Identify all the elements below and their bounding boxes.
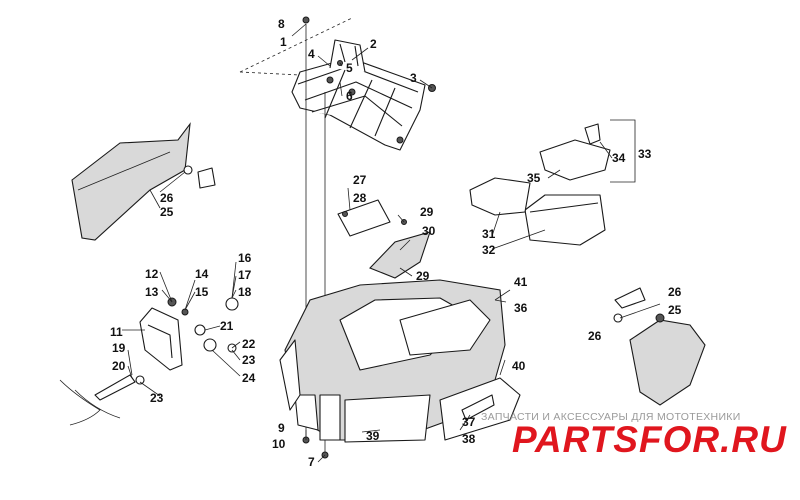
callout-19: 19 bbox=[112, 341, 126, 355]
callout-18: 18 bbox=[238, 285, 252, 299]
hood-panels bbox=[337, 199, 431, 279]
callout-41: 41 bbox=[514, 275, 528, 289]
callout-30: 30 bbox=[422, 224, 436, 238]
callout-1: 1 bbox=[280, 35, 287, 49]
callout-11: 11 bbox=[110, 325, 123, 339]
callout-2: 2 bbox=[370, 37, 377, 51]
leader-lines bbox=[122, 23, 661, 463]
callout-26-left: 26 bbox=[160, 191, 174, 205]
callout-40: 40 bbox=[512, 359, 526, 373]
callout-4: 4 bbox=[308, 47, 315, 61]
callout-16: 16 bbox=[238, 251, 252, 265]
callout-14: 14 bbox=[195, 267, 209, 281]
callout-29-lower: 29 bbox=[416, 269, 430, 283]
callout-3: 3 bbox=[410, 71, 417, 85]
callout-26-lower-right: 26 bbox=[588, 329, 602, 343]
callout-7: 7 bbox=[308, 455, 315, 469]
callout-21: 21 bbox=[220, 319, 234, 333]
callout-25-left: 25 bbox=[160, 205, 174, 219]
callout-22: 22 bbox=[242, 337, 256, 351]
front-rack bbox=[239, 16, 436, 151]
front-fender-body bbox=[279, 279, 521, 443]
callout-6: 6 bbox=[346, 89, 353, 103]
callout-labels: 8 1 2 3 4 5 6 7 9 10 11 12 13 14 15 16 1… bbox=[110, 17, 682, 469]
callout-20: 20 bbox=[112, 359, 126, 373]
callout-27: 27 bbox=[353, 173, 367, 187]
callout-33: 33 bbox=[638, 147, 652, 161]
watermark-subtitle: ЗАПЧАСТИ И АКСЕССУАРЫ ДЛЯ МОТОТЕХНИКИ bbox=[481, 411, 741, 423]
callout-9: 9 bbox=[278, 421, 285, 435]
callout-36: 36 bbox=[514, 301, 528, 315]
callout-39: 39 bbox=[366, 429, 380, 443]
callout-29-upper: 29 bbox=[420, 205, 434, 219]
callout-25-right: 25 bbox=[668, 303, 682, 317]
callout-17: 17 bbox=[238, 268, 252, 282]
callout-13: 13 bbox=[145, 285, 159, 299]
callout-12: 12 bbox=[145, 267, 159, 281]
watermark-brand-logo: PARTSFOR.RU bbox=[512, 419, 787, 460]
callout-23-left: 23 bbox=[150, 391, 164, 405]
callout-34: 34 bbox=[612, 151, 626, 165]
callout-5: 5 bbox=[346, 61, 353, 75]
callout-24: 24 bbox=[242, 371, 256, 385]
callout-15: 15 bbox=[195, 285, 209, 299]
watermark: ЗАПЧАСТИ И АКСЕССУАРЫ ДЛЯ МОТОТЕХНИКИ PA… bbox=[481, 411, 787, 460]
left-side-panel bbox=[71, 122, 216, 241]
callout-8: 8 bbox=[278, 17, 285, 31]
callout-32: 32 bbox=[482, 243, 496, 257]
callout-38: 38 bbox=[462, 432, 476, 446]
callout-23-right: 23 bbox=[242, 353, 256, 367]
callout-37: 37 bbox=[462, 415, 476, 429]
callout-28: 28 bbox=[353, 191, 367, 205]
right-side-panel bbox=[613, 287, 706, 406]
callout-26-upper-right: 26 bbox=[668, 285, 682, 299]
callout-31: 31 bbox=[482, 227, 496, 241]
callout-10: 10 bbox=[272, 437, 286, 451]
callout-35: 35 bbox=[527, 171, 541, 185]
headlight-assembly bbox=[59, 297, 239, 426]
storage-box bbox=[469, 119, 636, 246]
